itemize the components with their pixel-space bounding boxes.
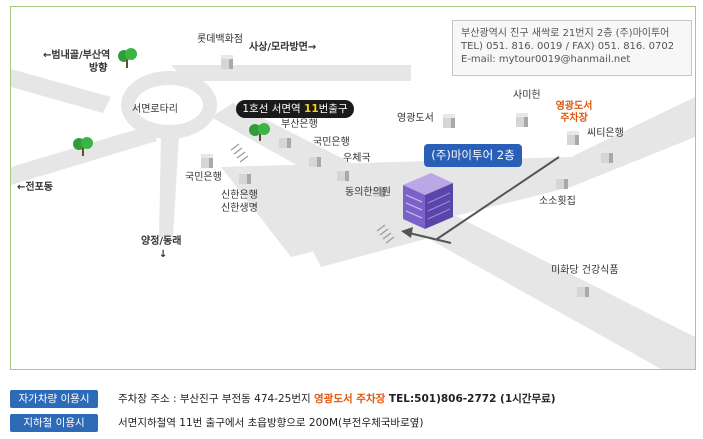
- label-sasang: 사상/모라방면→: [249, 42, 317, 53]
- road-beomnaegol: [11, 69, 111, 113]
- label-parking: 영광도서 주차장: [555, 101, 593, 124]
- legend-car-text: 주차장 주소 : 부산진구 부전동 474-25번지 영광도서 주차장 TEL:…: [118, 393, 556, 405]
- building-shinhan: [239, 170, 251, 184]
- label-busan-bank: 부산은행: [281, 119, 318, 130]
- road-bujeon: [221, 97, 695, 257]
- label-beomnaegol-direction: 방향: [89, 63, 108, 74]
- tree-icon: [73, 137, 93, 156]
- road-sasang: [171, 65, 411, 81]
- label-kookmin-bank-2: 국민은행: [185, 172, 222, 183]
- label-samihun: 사미헌: [513, 90, 541, 101]
- company-phone-fax: TEL) 051. 816. 0019 / FAX) 051. 816. 070…: [461, 41, 675, 52]
- company-info-box: 부산광역시 진구 새싹로 21번지 2층 (주)마이투어 TEL) 051. 8…: [452, 20, 692, 76]
- label-yangjeong: 양정/동래: [141, 236, 182, 247]
- location-map: 롯데백화점 사상/모라방면→ ←범내골/부산역 방향 ←전포동 양정/동래 ↓ …: [10, 6, 696, 370]
- subway-exit-sign: 1호선 서면역 11번출구: [236, 100, 354, 118]
- label-rotary: 서면로타리: [132, 104, 178, 115]
- building-samihun: [516, 113, 528, 127]
- label-post-office: 우체국: [343, 153, 371, 164]
- company-email: E-mail: mytour0019@hanmail.net: [461, 54, 631, 65]
- building-lotte: [221, 55, 233, 69]
- label-lotte: 롯데백화점: [197, 34, 243, 45]
- label-shinhan-bank: 신한은행: [221, 190, 258, 201]
- label-jeonpo: ←전포동: [17, 182, 53, 193]
- route-line: [436, 156, 560, 240]
- building-mihwadang: [577, 283, 589, 297]
- destination-building: [403, 173, 453, 229]
- crosswalk-2: [376, 224, 395, 244]
- road-yangjeong: [159, 135, 179, 237]
- route-arrow-line: [408, 232, 452, 244]
- building-parking: [567, 131, 579, 145]
- label-citi-bank: 씨티은행: [587, 128, 624, 139]
- label-dongui: 동의한의원: [345, 187, 391, 198]
- building-post: [337, 167, 349, 181]
- crosswalk-1: [230, 143, 249, 163]
- label-mihwadang: 미화당 건강식품: [551, 265, 619, 276]
- label-yangjeong-arrow: ↓: [159, 249, 168, 260]
- label-kookmin-bank: 국민은행: [313, 137, 350, 148]
- badge-subway: 지하철 이용시: [10, 414, 98, 432]
- building-sosogot: [556, 175, 568, 189]
- label-shinhan-life: 신한생명: [221, 203, 258, 214]
- tree-icon: [118, 48, 137, 68]
- label-sosogot: 소소횟집: [539, 196, 576, 207]
- route-arrowhead: [401, 227, 413, 238]
- building-kookmin-2: [201, 154, 213, 168]
- company-address: 부산광역시 진구 새싹로 21번지 2층 (주)마이투어: [461, 28, 670, 39]
- badge-car: 자가차량 이용시: [10, 390, 98, 408]
- label-younggwang-book: 영광도서: [397, 113, 434, 124]
- road-network: [11, 65, 695, 369]
- legend-subway-text: 서면지하철역 11번 출구에서 초읍방향으로 200M(부전우체국바로옆): [118, 417, 424, 429]
- building-citi: [601, 149, 613, 163]
- tree-icon: [249, 123, 270, 141]
- building-dongui: [373, 183, 385, 197]
- road-side-lower: [311, 212, 451, 267]
- label-beomnaegol: ←범내골/부산역: [43, 50, 111, 61]
- building-kookmin-1: [309, 153, 321, 167]
- destination-label: (주)마이투어 2층: [424, 144, 522, 167]
- building-busan-bank: [279, 134, 291, 148]
- building-younggwang: [443, 114, 455, 128]
